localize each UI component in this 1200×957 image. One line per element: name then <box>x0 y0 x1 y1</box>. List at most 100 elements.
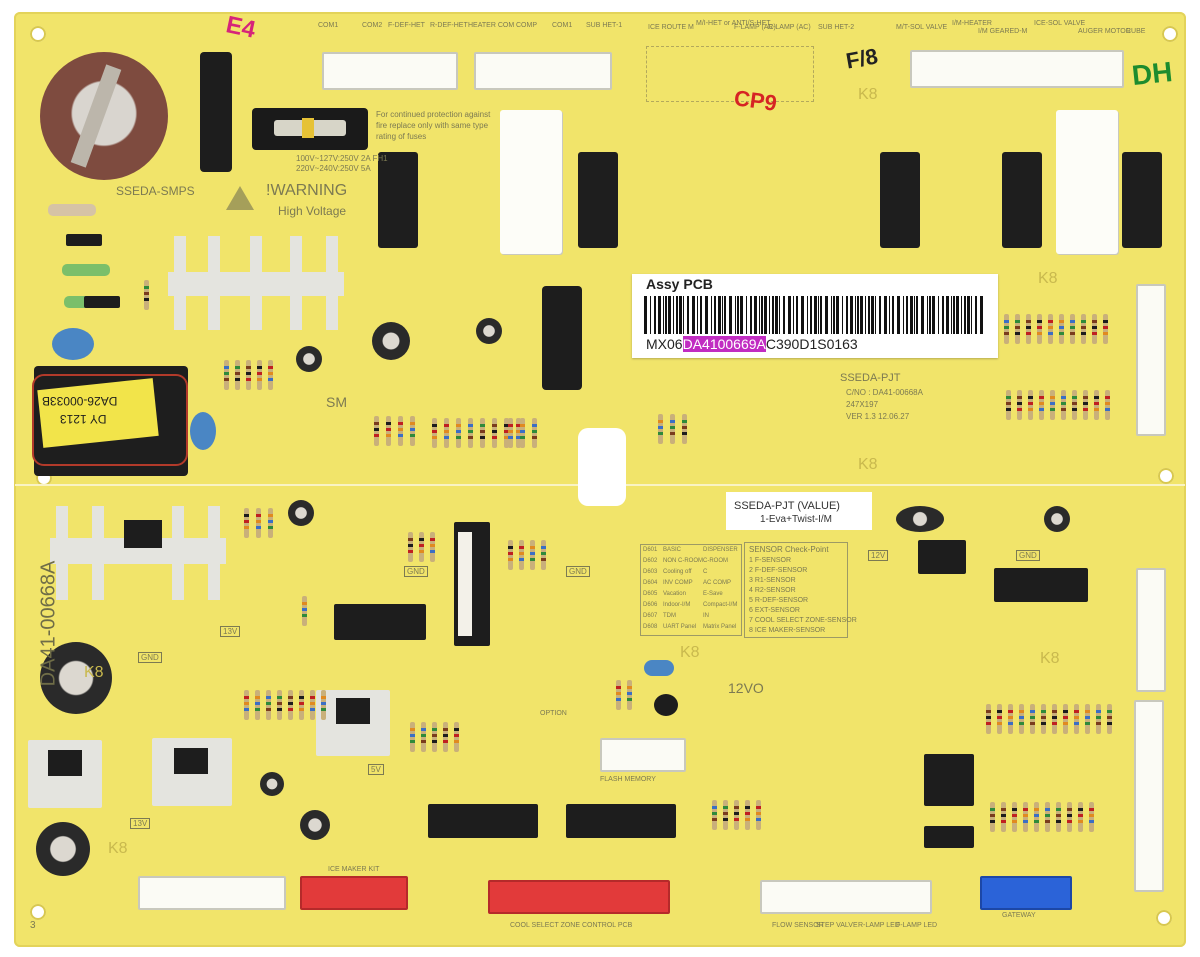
option-table-cell: Vacation <box>663 591 686 597</box>
option-table-cell: D608 <box>643 624 658 630</box>
small-heatsink <box>152 738 232 806</box>
top-connector-label: M/I-HET or ANTI/S-HET <box>696 20 771 27</box>
fuse-rating: 220V~240V:250V 5A <box>296 164 371 173</box>
axial-resistor <box>62 264 110 276</box>
smps-label: SSEDA-SMPS <box>116 184 195 198</box>
barcode-bar <box>897 296 900 334</box>
barcode-bar <box>879 296 881 334</box>
barcode-bar <box>953 296 955 334</box>
bottom-connector-label: F-LAMP LED <box>896 922 938 929</box>
silk-mark: K8 <box>858 86 878 103</box>
small-heatsink <box>316 690 390 756</box>
bottom-connector-label: STEP VALVE <box>816 922 858 929</box>
voltage-marker: 13V <box>220 626 241 637</box>
gnd-marker: GND <box>566 566 590 577</box>
barcode-bar <box>654 296 656 334</box>
bottom-connector-label: GATEWAY <box>1002 912 1036 919</box>
top-connector-label: COM2 <box>362 22 383 29</box>
option-table-cell: TDM <box>663 613 676 619</box>
resistor <box>1048 314 1053 344</box>
barcode-bar <box>644 296 647 334</box>
ceramic-capacitor <box>644 660 674 676</box>
connector-cool-select-zone <box>488 880 670 914</box>
diode <box>66 234 102 246</box>
resistor <box>421 722 426 752</box>
top-connector-label: R-LAMP (AC) <box>768 24 811 31</box>
barcode-bar <box>711 296 712 334</box>
barcode-bar <box>697 296 698 334</box>
option-table-cell: AC COMP <box>703 580 732 586</box>
barcode-bar <box>722 296 723 334</box>
option-table-cell: C-ROOM <box>703 558 728 564</box>
fuse-note-line: rating of fuses <box>376 132 427 141</box>
edge-number: 3 <box>30 920 36 931</box>
resistor <box>1061 390 1066 420</box>
barcode-bar <box>842 296 843 334</box>
relay-black <box>880 152 920 248</box>
resistor <box>1081 314 1086 344</box>
barcode-bar <box>980 296 983 334</box>
silk-mark: K8 <box>680 644 700 661</box>
axial-resistor <box>48 204 96 216</box>
relay-black <box>1002 152 1042 248</box>
code-prefix: MX06 <box>646 336 683 352</box>
option-table-cell: D604 <box>643 580 658 586</box>
sensor-item: 8 ICE MAKER-SENSOR <box>749 627 826 634</box>
barcode-bar <box>850 296 853 334</box>
sensor-item: 5 R-DEF-SENSOR <box>749 597 809 604</box>
connector-ice-maker-kit <box>300 876 408 910</box>
connector-top-3 <box>910 50 1124 88</box>
bottom-connector-label: OPTION <box>540 710 567 717</box>
barcode-bar <box>650 296 651 334</box>
resistor <box>1078 802 1083 832</box>
electrolytic-capacitor <box>372 322 410 360</box>
diode <box>84 296 120 308</box>
option-table-cell: IN <box>703 613 709 619</box>
option-table-cell: E-Save <box>703 591 723 597</box>
bottom-connector-label: FLASH MEMORY <box>600 776 656 783</box>
resistor <box>246 360 251 390</box>
barcode-bar <box>831 296 832 334</box>
sensor-box-title: SENSOR Check-Point <box>749 545 829 554</box>
barcode-bar <box>892 296 894 334</box>
resistor <box>224 360 229 390</box>
resistor <box>432 418 437 448</box>
resistor <box>1004 314 1009 344</box>
connector-top-1 <box>322 52 458 90</box>
barcode-bar <box>673 296 674 334</box>
silk-mark: K8 <box>84 664 104 681</box>
sensor-item: 4 R2-SENSOR <box>749 587 796 594</box>
electrolytic-capacitor <box>476 318 502 344</box>
resistor <box>1056 802 1061 832</box>
barcode-bar <box>761 296 763 334</box>
option-table-cell: Compact-I/M <box>703 602 738 608</box>
barcode-bar <box>975 296 977 334</box>
barcode-bar <box>783 296 785 334</box>
resistor <box>432 722 437 752</box>
barcode-bar <box>871 296 874 334</box>
resistor <box>1103 314 1108 344</box>
barcode-bar <box>700 296 702 334</box>
resistor <box>456 418 461 448</box>
resistor <box>302 596 307 626</box>
barcode-bar <box>825 296 828 334</box>
connector-top-2 <box>474 52 612 90</box>
option-table-cell: D602 <box>643 558 658 564</box>
barcode-bar <box>884 296 887 334</box>
connector-bottom-1 <box>138 876 286 910</box>
mounting-hole <box>1162 26 1178 42</box>
resistor <box>430 532 435 562</box>
ceramic-capacitor <box>52 328 94 360</box>
barcode-bar <box>658 296 661 334</box>
barcode-bar <box>779 296 780 334</box>
heatsink <box>50 506 226 600</box>
resistor <box>1083 390 1088 420</box>
resistor <box>723 800 728 830</box>
bottom-connector-label: ICE MAKER KIT <box>328 866 380 873</box>
resistor <box>268 508 273 538</box>
barcode-bar <box>875 296 876 334</box>
resistor <box>504 418 509 448</box>
resistor <box>1050 390 1055 420</box>
relay-black <box>378 152 418 248</box>
option-table-cell: D607 <box>643 613 658 619</box>
